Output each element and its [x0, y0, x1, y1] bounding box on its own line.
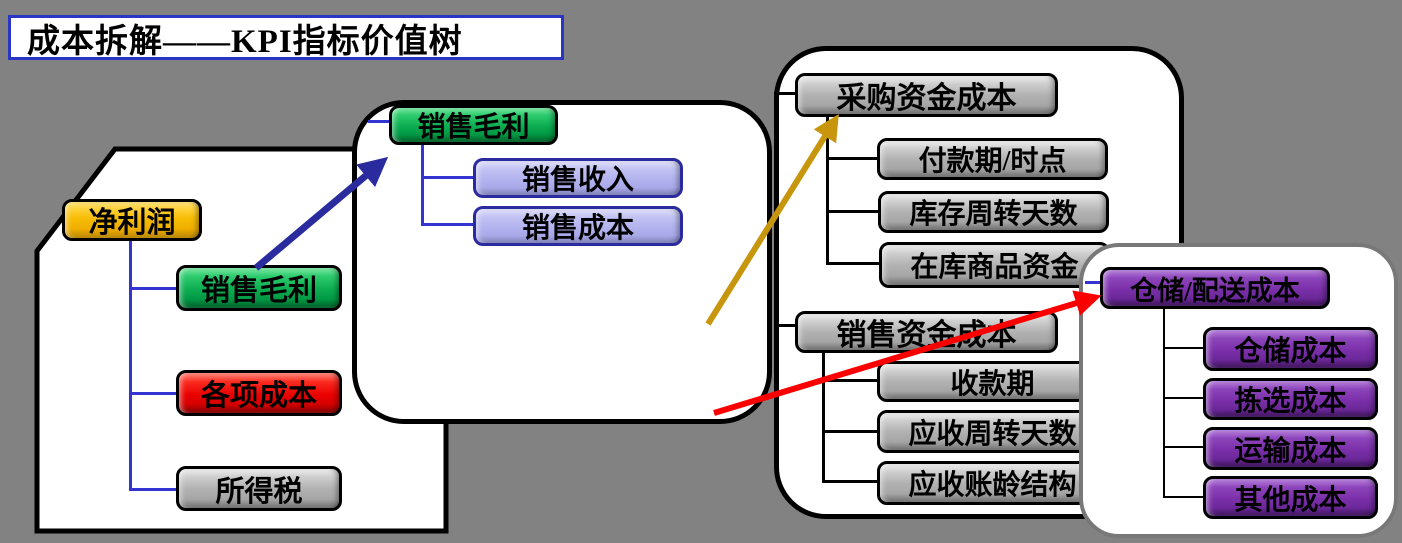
- connector-line: [1163, 446, 1203, 448]
- connector-line: [421, 223, 473, 226]
- node-ar-turnover-days: 应收周转天数: [877, 410, 1108, 453]
- connector-line: [129, 392, 176, 395]
- connector-line: [822, 352, 825, 483]
- connector-line: [1163, 308, 1165, 498]
- connector-line: [129, 488, 176, 491]
- connector-line: [129, 241, 132, 490]
- connector-stub: [1085, 281, 1102, 284]
- slide-title-text: 成本拆解——KPI指标价值树: [27, 23, 463, 60]
- node-gross-profit-root: 销售毛利: [389, 105, 558, 145]
- node-sales-funds-cost: 销售资金成本: [795, 311, 1058, 353]
- connector-line: [822, 480, 877, 483]
- node-transport-cost: 运输成本: [1203, 427, 1378, 470]
- node-warehouse-cost: 仓储成本: [1203, 327, 1378, 371]
- node-picking-cost: 拣选成本: [1203, 378, 1378, 420]
- connector-stub: [774, 92, 795, 95]
- connector-line: [822, 379, 877, 382]
- connector-line: [826, 210, 878, 213]
- connector-line: [826, 157, 877, 160]
- node-sales-revenue: 销售收入: [473, 158, 683, 198]
- node-procurement-funds-cost: 采购资金成本: [795, 73, 1058, 117]
- connector-line: [822, 430, 877, 433]
- node-net-profit: 净利润: [62, 199, 202, 241]
- node-ar-aging-structure: 应收账龄结构: [877, 461, 1108, 505]
- node-income-tax: 所得税: [176, 466, 342, 511]
- connector-line: [826, 116, 829, 265]
- node-payment-term: 付款期/时点: [877, 138, 1108, 180]
- connector-stub: [368, 120, 389, 123]
- connector-stub: [774, 324, 795, 327]
- connector-line: [421, 176, 473, 179]
- connector-line: [1163, 347, 1203, 349]
- connector-line: [1163, 496, 1203, 498]
- node-other-cost: 其他成本: [1203, 476, 1378, 519]
- node-inventory-turnover-days: 库存周转天数: [878, 191, 1109, 233]
- connector-line: [129, 287, 176, 290]
- node-sales-cost: 销售成本: [473, 206, 683, 246]
- slide-title: 成本拆解——KPI指标价值树: [8, 15, 564, 60]
- node-various-costs: 各项成本: [176, 370, 342, 416]
- gross-profit-panel: [352, 100, 772, 424]
- node-warehouse-delivery-cost: 仓储/配送成本: [1100, 267, 1330, 309]
- node-collection-period: 收款期: [877, 361, 1108, 402]
- node-in-stock-goods-funds: 在库商品资金: [879, 242, 1110, 288]
- connector-line: [826, 262, 879, 265]
- connector-line: [421, 145, 424, 226]
- node-gross-profit: 销售毛利: [176, 265, 342, 311]
- connector-line: [1163, 397, 1203, 399]
